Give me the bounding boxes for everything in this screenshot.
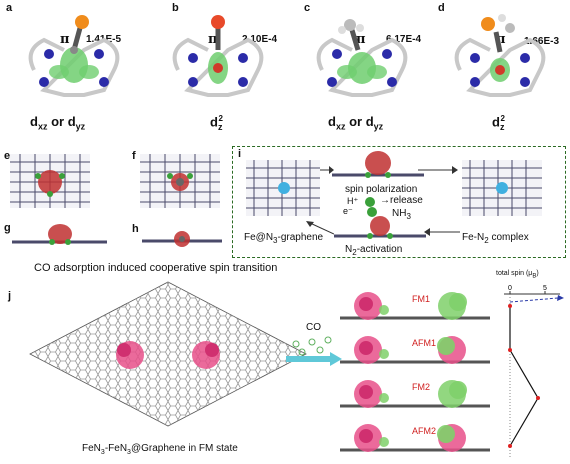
panel-letter: b xyxy=(172,2,179,14)
spin-state-illustration xyxy=(340,380,490,408)
dashed-arrow xyxy=(509,297,559,303)
release-label: →release xyxy=(380,195,423,206)
spin-state-illustration xyxy=(340,292,490,320)
panel-c: c π 6.17E-4 dxz or dyz xyxy=(292,0,430,145)
spin-state-illustration xyxy=(340,424,490,452)
fe-n2-complex-label: Fe-N2 complex xyxy=(462,232,529,245)
panel-letter: c xyxy=(304,2,311,14)
section-title: CO adsorption induced cooperative spin t… xyxy=(34,262,278,274)
arrow-right-icon xyxy=(286,352,342,366)
h-plus-label: H⁺ xyxy=(347,196,359,206)
pi-label: π xyxy=(60,32,70,47)
spin-data-point xyxy=(508,348,512,352)
arrow-right-icon xyxy=(418,166,458,174)
molecule-illustration xyxy=(316,19,408,97)
orbital-label: dxz or dyz xyxy=(328,114,384,132)
value-label: 6.17E-4 xyxy=(386,34,422,45)
panel-d: d π 1.66E-3 dz2 xyxy=(432,0,570,145)
graphene-sheet-illustration xyxy=(29,281,307,427)
panel-h: h xyxy=(130,223,222,253)
panel-letter: j xyxy=(8,290,12,302)
arrow-right-icon xyxy=(320,166,334,174)
spin-state-label: FM2 xyxy=(412,382,430,392)
spin-polarization-illustration xyxy=(332,151,424,178)
spin-state-label: AFM1 xyxy=(412,338,437,348)
panel-e: e xyxy=(0,150,90,210)
n2-molecule-icon xyxy=(365,197,377,217)
co-molecules-icon xyxy=(292,336,332,356)
panel-letter: d xyxy=(438,2,445,14)
spin-polarization-label: spin polarization xyxy=(345,184,418,195)
panel-letter: h xyxy=(132,223,139,235)
spin-state-illustration xyxy=(340,336,490,364)
panel-i-frame xyxy=(232,146,566,258)
x-tick-label: 5 xyxy=(543,285,547,292)
panel-b: b π 2.10E-4 dz2 xyxy=(150,0,285,145)
spin-data-point xyxy=(508,444,512,448)
side-view-illustration xyxy=(12,224,107,245)
molecule-illustration xyxy=(28,15,120,97)
fe-n2-complex-illustration xyxy=(462,160,542,216)
arrow-left-icon xyxy=(424,228,460,236)
fe-graphene-illustration xyxy=(246,160,320,216)
graphene-sheet-illustration xyxy=(140,154,220,208)
e-minus-label: e⁻ xyxy=(343,206,353,216)
panel-letter: i xyxy=(238,148,242,160)
panel-letter: e xyxy=(4,150,11,162)
panel-letter: f xyxy=(132,150,136,162)
pi-label: π xyxy=(356,32,366,47)
arrow-up-left-icon xyxy=(306,221,334,235)
fe-n3-graphene-label: Fe@N3-graphene xyxy=(244,232,324,245)
spin-data-point xyxy=(536,396,540,400)
panel-f: f xyxy=(130,150,222,210)
panel-g: g xyxy=(0,218,110,252)
panel-a: a π 1.41E-5 dxz or dyz xyxy=(0,0,142,145)
value-label: 2.10E-4 xyxy=(242,34,278,45)
graphene-sheet-illustration xyxy=(10,154,90,208)
co-label: CO xyxy=(306,322,321,333)
molecule-illustration xyxy=(454,14,546,97)
orbital-label: dz2 xyxy=(210,114,223,132)
pi-label: π xyxy=(496,32,506,47)
panel-j-caption: FeN3-FeN3@Graphene in FM state xyxy=(82,443,238,456)
orbital-label: dz2 xyxy=(492,114,505,132)
arrow-head-icon xyxy=(557,295,564,301)
n2-activation-label: N2-activation xyxy=(345,244,403,257)
spin-series-line xyxy=(509,306,539,447)
panel-letter: a xyxy=(6,2,13,14)
side-view-illustration xyxy=(142,231,222,247)
spin-axis-title: total spin (μB) xyxy=(496,270,539,280)
panel-letter: g xyxy=(4,222,11,234)
spin-data-point xyxy=(508,304,512,308)
pi-label: π xyxy=(208,32,218,47)
molecule-illustration xyxy=(172,15,264,97)
spin-state-label: AFM2 xyxy=(412,426,437,436)
x-tick-label: 0 xyxy=(508,285,512,292)
spin-state-label: FM1 xyxy=(412,294,430,304)
orbital-label: dxz or dyz xyxy=(30,114,86,132)
n2-activation-illustration xyxy=(334,216,426,239)
nh3-label: NH3 xyxy=(392,208,411,221)
value-label: 1.66E-3 xyxy=(524,36,560,47)
